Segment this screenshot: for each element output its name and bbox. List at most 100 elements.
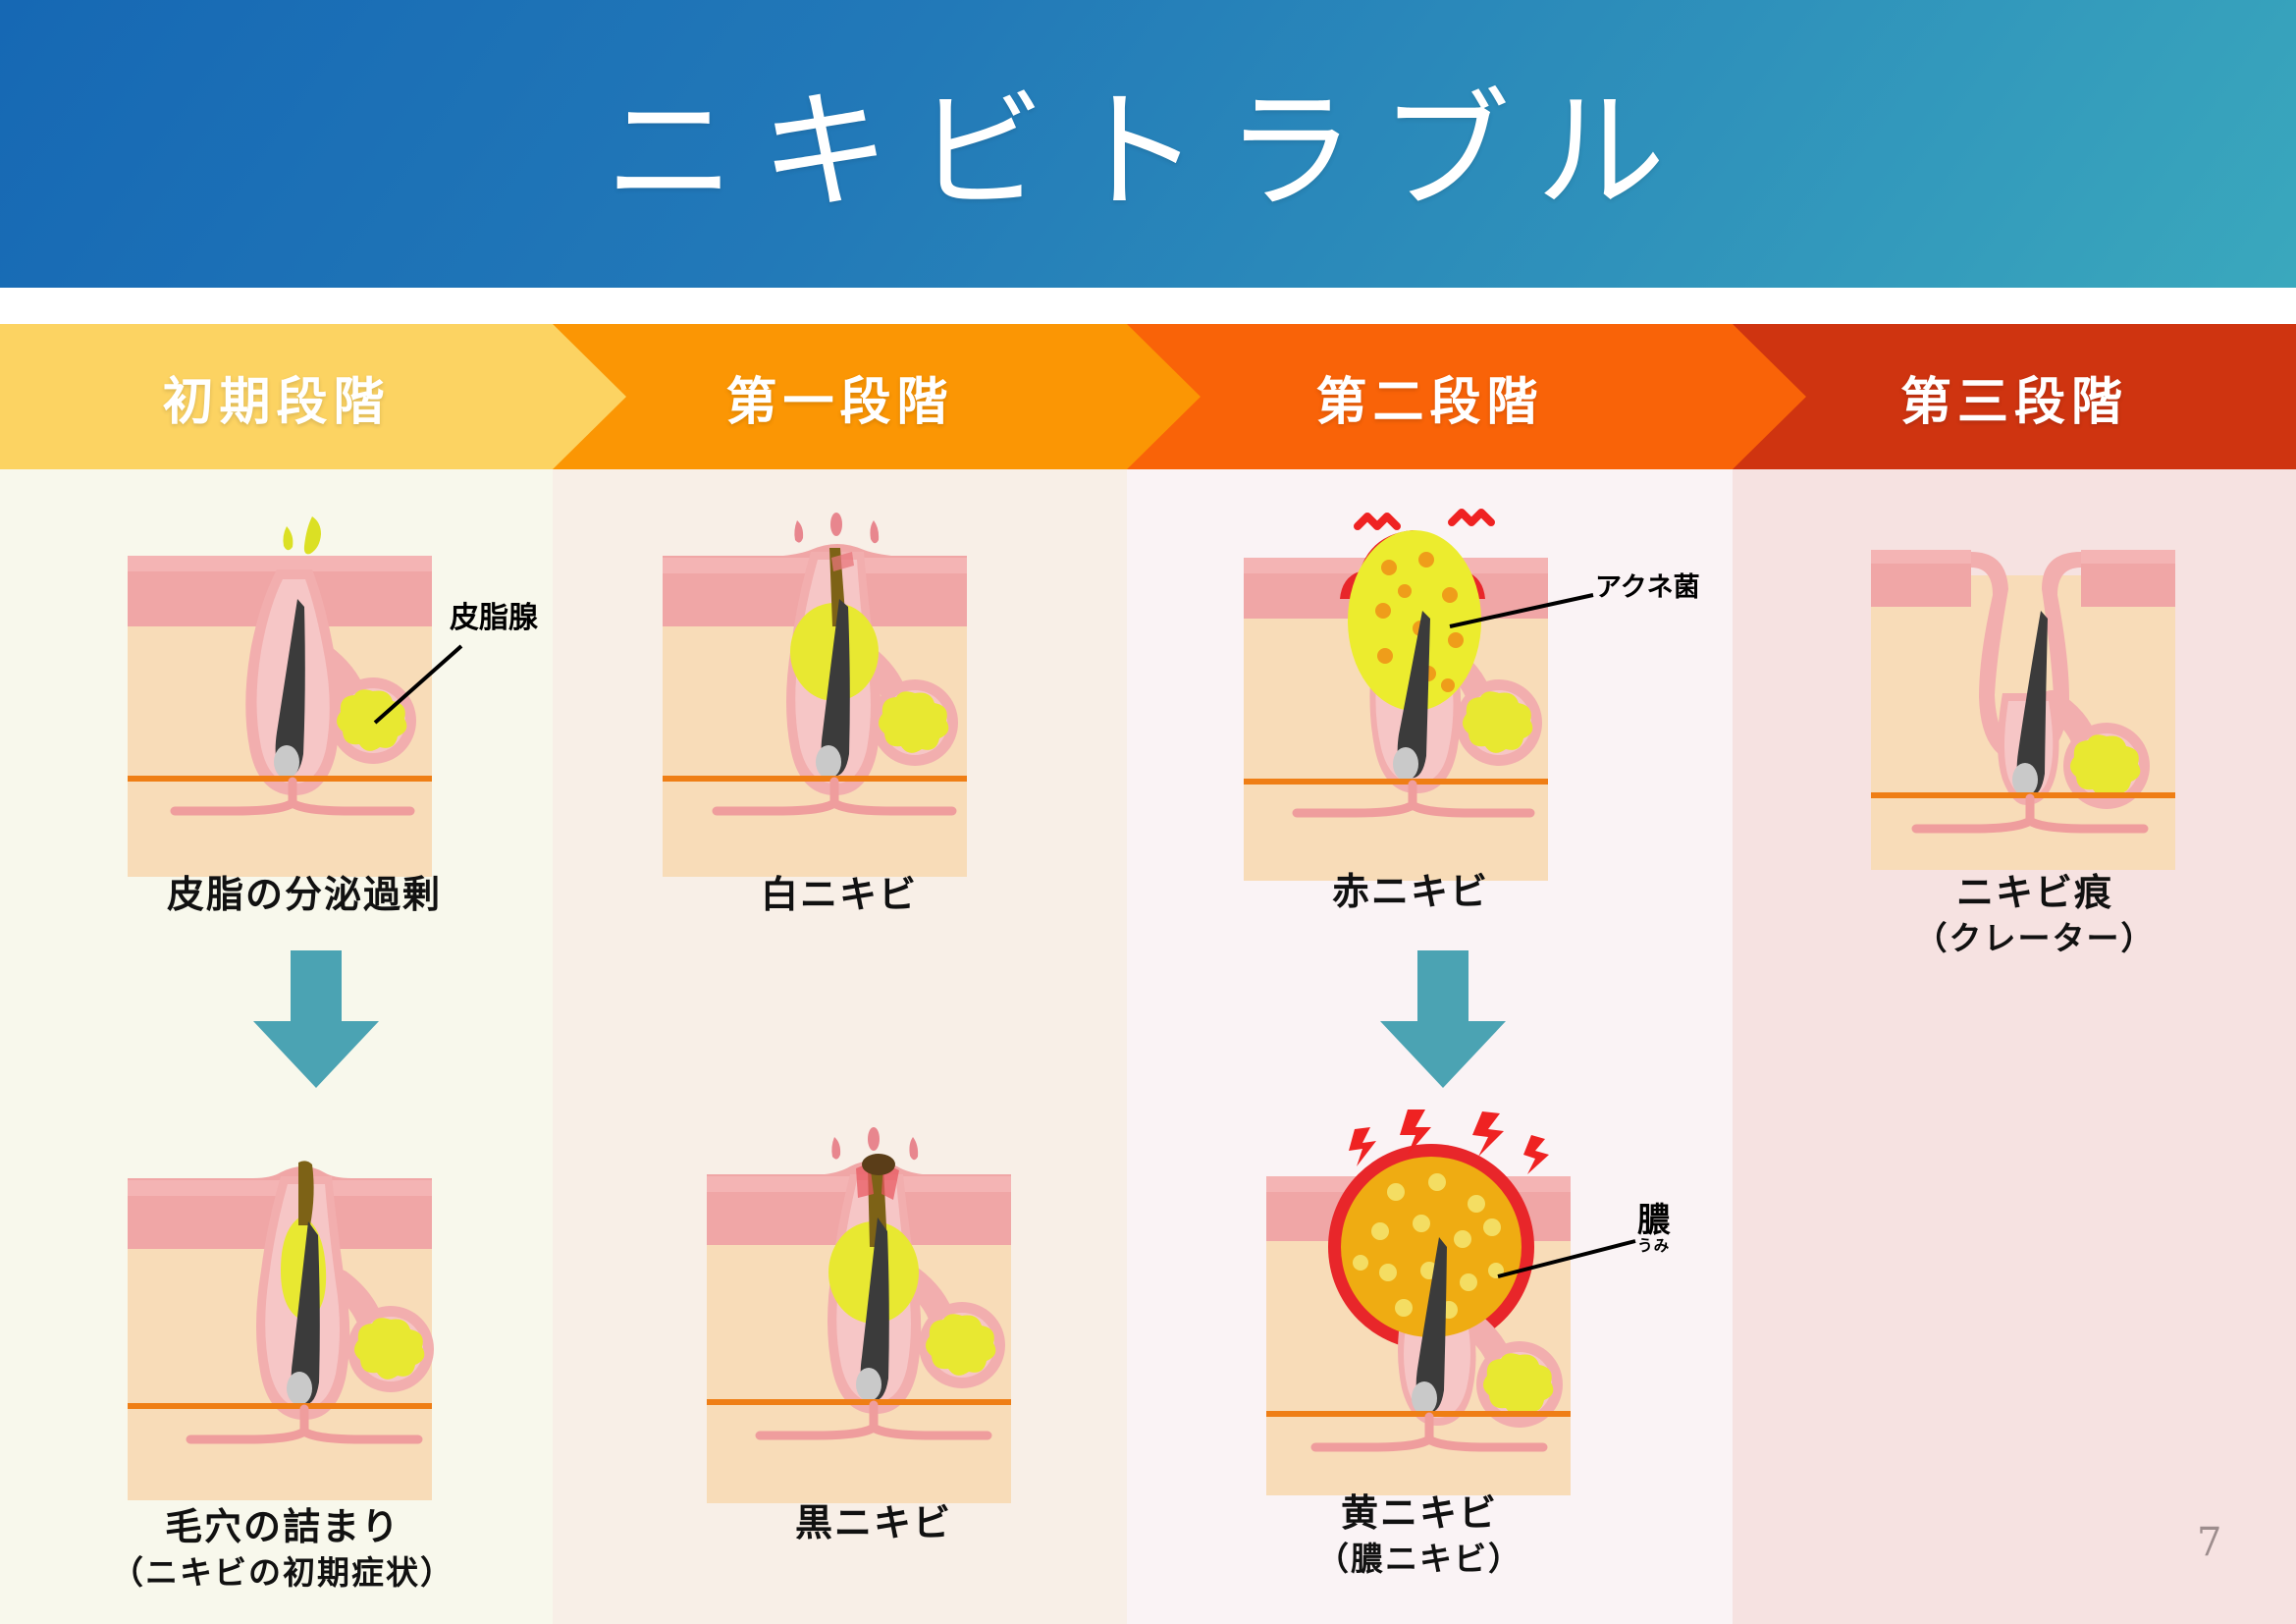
title-banner: [0, 0, 2296, 288]
callout-leader-sebaceous: [373, 644, 463, 725]
stage-label-4: 第三段階: [1899, 373, 2128, 431]
irritation-mark-left: [794, 520, 804, 543]
chevron-stage-2: [479, 324, 1201, 469]
skin-cross-section-blackhead: [707, 1127, 1011, 1503]
hair-shaft: [821, 599, 850, 777]
callout-acne-bacteria: アクネ菌: [1595, 572, 1700, 602]
stage-header-4[interactable]: 第三段階: [1733, 324, 2296, 469]
sebum-blob: [2069, 734, 2141, 796]
diagram-cell-sebum-overproduction: 皮脂腺 皮脂の分泌過剰: [59, 509, 550, 921]
caption-clogged-pore-main: 毛穴の詰まり: [164, 1507, 400, 1548]
stratum-corneum-left: [1871, 550, 1971, 564]
skin-cross-section-red-acne: [1244, 509, 1594, 881]
hair-shaft: [291, 1221, 320, 1405]
chevron-stage-1: [0, 324, 626, 469]
stage-header-2[interactable]: 第一段階: [553, 324, 1127, 469]
irritation-mark-center: [868, 1127, 880, 1151]
stage-label-1: 初期段階: [162, 373, 391, 431]
stage-chevrons: [0, 324, 2296, 469]
caption-acne-scar: ニキビ痕 （クレーター）: [1824, 870, 2246, 959]
epidermis-right: [2081, 550, 2175, 607]
blood-vessel: [186, 1404, 423, 1444]
irritation-mark-right: [909, 1137, 919, 1161]
pain-squiggle-right: [1448, 509, 1495, 526]
caption-sebum-overproduction: 皮脂の分泌過剰: [166, 875, 442, 916]
skin-cross-section-whitehead: [663, 513, 967, 877]
callout-pus: 膿 うみ: [1637, 1202, 1671, 1255]
skin-cross-section-acne-scar: [1871, 550, 2175, 870]
blackhead-cap: [862, 1154, 895, 1175]
epidermis-left: [1871, 550, 1971, 607]
blood-vessel: [1292, 780, 1535, 818]
chevron-stage-4: [1659, 324, 2296, 469]
stratum-corneum: [128, 556, 432, 571]
flow-arrow-column-1: [253, 950, 379, 1088]
callout-leader-pus: [1497, 1239, 1636, 1278]
flow-arrow-column-3: [1380, 950, 1506, 1088]
sebum-blob: [925, 1314, 996, 1376]
dermal-papilla: [816, 745, 841, 779]
caption-acne-scar-sub: （クレーター）: [1914, 919, 2156, 956]
pain-squiggle-left: [1354, 513, 1401, 530]
callout-sebaceous-gland: 皮脂腺: [450, 602, 538, 634]
stage-label-3: 第二段階: [1315, 373, 1544, 431]
blood-vessel: [712, 777, 957, 816]
skin-cross-section-sebum: [128, 516, 463, 877]
dermal-papilla: [274, 745, 299, 779]
sebum-droplet-left: [283, 526, 294, 551]
irritation-mark-left: [831, 1137, 841, 1160]
caption-blackhead: 黒ニキビ: [794, 1503, 952, 1544]
blood-vessel: [170, 777, 415, 816]
blood-vessel: [755, 1400, 992, 1440]
stage-label-2: 第一段階: [725, 373, 954, 431]
blood-vessel: [1310, 1412, 1548, 1452]
diagram-cell-yellow-acne: 膿 うみ 黄ニキビ （膿ニキビ）: [1235, 1108, 1726, 1577]
hair-shaft: [1397, 611, 1430, 779]
sebum-droplet-right: [303, 516, 321, 555]
sebum-blob: [878, 691, 949, 753]
caption-clogged-pore: 毛穴の詰まり （ニキビの初期症状）: [86, 1504, 479, 1594]
diagram-cell-clogged-pore: 毛穴の詰まり （ニキビの初期症状）: [106, 1139, 499, 1591]
stage-header-3[interactable]: 第二段階: [1127, 324, 1733, 469]
diagram-cell-acne-scar: ニキビ痕 （クレーター）: [1824, 509, 2246, 956]
page-number: 7: [2197, 1520, 2222, 1565]
surface-plug: [298, 1161, 314, 1225]
pus-granules: [1353, 1173, 1504, 1319]
hair-shaft: [860, 1218, 889, 1401]
stage-header-row: 初期段階 第一段階 第二段階 第三段階: [0, 324, 2296, 469]
dermal-papilla: [1393, 747, 1418, 781]
sebum-blob: [1462, 691, 1533, 753]
stage-header-1[interactable]: 初期段階: [0, 324, 553, 469]
down-arrow-icon: [253, 950, 379, 1088]
callout-leader-acne-bacteria: [1449, 593, 1594, 628]
pain-bolt-1: [1349, 1127, 1376, 1166]
sebum-blob: [336, 689, 407, 751]
hair-shaft: [2016, 611, 2048, 796]
caption-clogged-pore-sub: （ニキビの初期症状）: [111, 1553, 454, 1591]
callout-pus-ruby: うみ: [1637, 1237, 1671, 1255]
blood-vessel: [1911, 793, 2149, 834]
pain-bolt-3: [1472, 1111, 1504, 1157]
diagram-cell-whitehead: 白ニキビ: [628, 509, 1050, 921]
hair-shaft: [1415, 1237, 1447, 1413]
dermal-papilla: [2012, 763, 2038, 796]
dermal-papilla: [287, 1372, 312, 1405]
diagram-cell-red-acne: アクネ菌 赤ニキビ: [1202, 501, 1713, 923]
caption-yellow-acne-sub: （膿ニキビ）: [1316, 1540, 1522, 1577]
pain-bolt-4: [1523, 1135, 1549, 1174]
diagram-cell-blackhead: 黒ニキビ: [677, 1119, 1070, 1561]
callout-pus-kanji: 膿: [1637, 1202, 1671, 1239]
down-arrow-icon: [1380, 950, 1506, 1088]
hair-shaft: [275, 599, 305, 777]
page-title: ニキビトラブル: [605, 77, 1691, 228]
pore-opening-red: [831, 552, 854, 571]
skin-cross-section-clogged-pore: [128, 1161, 434, 1500]
irritation-mark-center: [830, 513, 842, 536]
caption-red-acne: 赤ニキビ: [1331, 872, 1489, 913]
caption-whitehead: 白ニキビ: [760, 875, 918, 916]
sebum-blob: [1482, 1353, 1554, 1415]
sebum-blob: [353, 1318, 425, 1380]
chevron-stage-3: [1053, 324, 1806, 469]
caption-acne-scar-main: ニキビ痕: [1955, 873, 2113, 914]
comedone-mass: [1348, 530, 1481, 711]
